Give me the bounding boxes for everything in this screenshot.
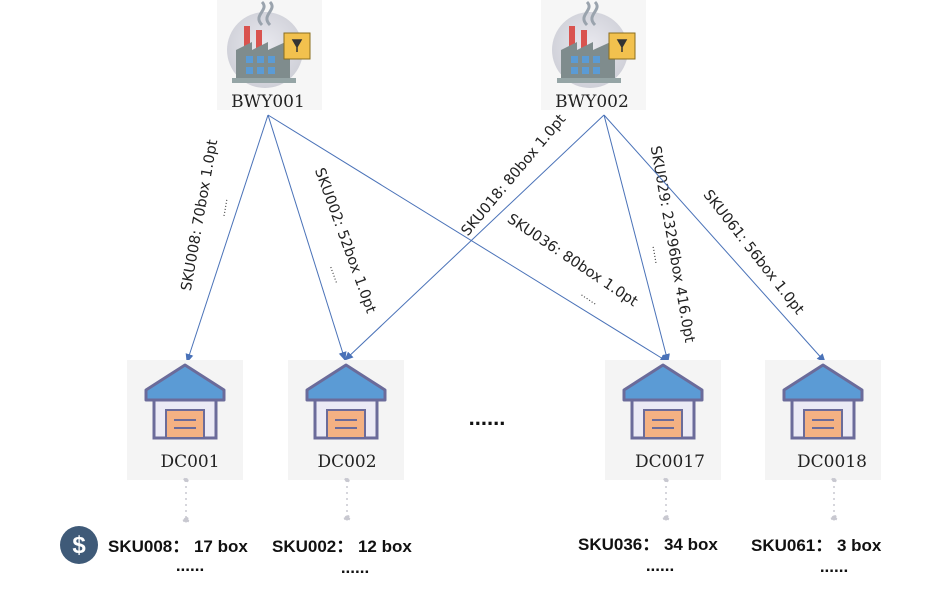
demand-label: SKU061： 3 box (751, 536, 882, 555)
flow-edge[interactable] (603, 114, 670, 363)
warehouse-icon (782, 363, 864, 440)
factory-node-bwy001[interactable]: BWY001 (217, 0, 322, 112)
edge-ellipsis: ...... (327, 263, 345, 284)
svg-text:$: $ (72, 532, 86, 559)
warehouse-icon (622, 363, 704, 440)
dc-node-dc001[interactable]: DC001 (127, 360, 243, 480)
demand-list: SKU008： 17 box ...... SKU002： 12 box ...… (108, 535, 882, 577)
warehouse-icon (305, 363, 387, 440)
edge-label: SKU061: 56box 1.0pt (700, 187, 807, 318)
demand-label: SKU002： 12 box (272, 537, 412, 556)
edge-ellipsis: ...... (216, 197, 231, 217)
factory-label: BWY002 (555, 92, 629, 112)
demand-label: SKU008： 17 box (108, 537, 248, 556)
edge-label: SKU036: 80box 1.0pt (504, 211, 640, 310)
factory-node-bwy002[interactable]: BWY002 (541, 0, 646, 112)
edge-label: SKU029: 23296box 416.0pt (647, 145, 697, 345)
demand-ellipsis: ...... (646, 556, 674, 575)
dc-label: DC001 (160, 452, 219, 472)
flow-edge[interactable] (185, 114, 269, 363)
demand-label: SKU036： 34 box (578, 535, 718, 554)
demand-ellipsis: ...... (820, 557, 848, 576)
dc-label: DC0018 (797, 452, 867, 472)
demand-ellipsis: ...... (341, 558, 369, 577)
factory-icon (227, 0, 311, 88)
flow-edge[interactable] (267, 114, 669, 363)
flow-edge[interactable] (344, 114, 605, 361)
warehouse-icon (144, 363, 226, 440)
dc-label: DC0017 (635, 452, 705, 472)
dc-node-dc002[interactable]: DC002 (288, 360, 404, 480)
demand-connectors (182, 477, 838, 524)
flow-edge[interactable] (267, 114, 347, 361)
dc-node-dc0018[interactable]: DC0018 (765, 360, 881, 480)
flow-edge[interactable] (603, 114, 826, 363)
more-dcs-ellipsis: ...... (469, 405, 506, 430)
factory-label: BWY001 (231, 92, 305, 112)
demand-ellipsis: ...... (176, 556, 204, 575)
edge-ellipsis: ...... (579, 287, 601, 307)
dc-label: DC002 (317, 452, 376, 472)
edge-ellipsis: ...... (649, 244, 664, 264)
edges-layer: SKU008: 70box 1.0pt......SKU002: 52box 1… (179, 111, 826, 363)
dollar-icon[interactable]: $ (60, 526, 98, 564)
dc-node-dc0017[interactable]: DC0017 (605, 360, 721, 480)
factory-icon (552, 0, 636, 88)
edge-label: SKU002: 52box 1.0pt (311, 166, 379, 316)
